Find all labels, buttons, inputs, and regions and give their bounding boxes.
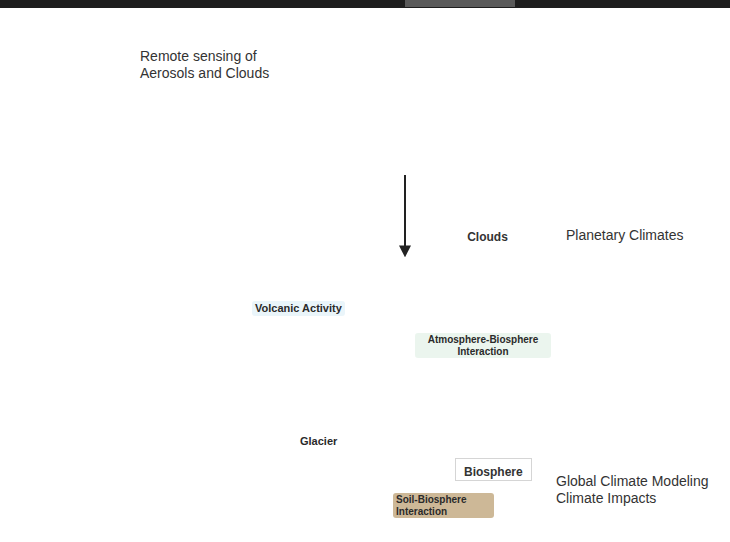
label-holder: Soil-Biosphere Interaction [393,493,494,519]
circle-border [221,176,590,542]
cloud-band [28,358,200,372]
exchange-arrows [370,366,542,542]
land-shading [175,155,250,185]
mars-globe: Planetary Climates [265,0,565,245]
process-label: Soil-Biosphere Interaction [393,493,494,518]
snow-cap [376,265,420,299]
feature-label: Glacier [297,434,340,449]
dark-band [0,0,730,8]
flow-arrow [404,175,406,255]
greenland [240,93,318,121]
cloud-band [60,419,230,431]
volcanic-plume [218,321,262,341]
node-text: Biosphere [464,465,523,480]
river [222,434,470,472]
circle-outline [220,175,590,542]
earth-surface [28,93,352,441]
circle-outline [20,87,390,457]
process-label: Atmosphere-Biosphere Interaction [415,333,551,358]
process-label: Volcanic Activity [252,301,345,316]
circle-border [266,0,565,245]
green-mountain [300,265,560,432]
strip-detail [405,0,515,7]
sky [220,175,590,542]
south-america [287,300,352,441]
circle-outline [265,0,565,245]
forest [470,392,566,434]
cloud-band [35,294,175,306]
earth-globe: Remote sensing of Aerosols and Clouds [20,87,390,457]
earth-disc [20,87,390,457]
cloud-swirl [89,319,121,351]
far-hill [515,360,600,440]
biosphere-box: Biosphere [455,458,532,481]
mountain-shade [395,265,560,432]
climate-scene [218,175,600,542]
cloud-shape: Clouds [420,205,555,257]
snow-cap [282,327,310,342]
label-holder: Volcanic Activity [252,298,345,316]
north-america [141,111,326,270]
node-text: Remote sensing of Aerosols and Clouds [140,48,280,82]
rain [424,262,537,300]
soil-ground [220,438,590,542]
cloud-swirl [69,239,91,261]
node-text: Clouds [420,230,555,245]
mars-light-region [375,136,485,164]
mars-dark-region [439,50,500,70]
node-text: Planetary Climates [566,227,684,244]
mars-surface [305,50,542,164]
mars-disc [265,0,565,245]
climate-system-circle: Global Climate Modeling Climate ImpactsC… [220,175,590,542]
mars-dark-region [305,59,391,97]
volcano-mountain [222,327,360,402]
meadow [222,393,362,452]
node-text: Global Climate Modeling Climate Impacts [556,473,724,507]
cloud-band [50,125,140,140]
central-america [258,270,300,300]
mars-dark-region [498,100,542,160]
cloud-band [30,196,185,206]
circle-border [21,88,390,457]
label-holder: Atmosphere-Biosphere Interaction [415,333,551,359]
label-holder: Glacier [297,431,340,449]
